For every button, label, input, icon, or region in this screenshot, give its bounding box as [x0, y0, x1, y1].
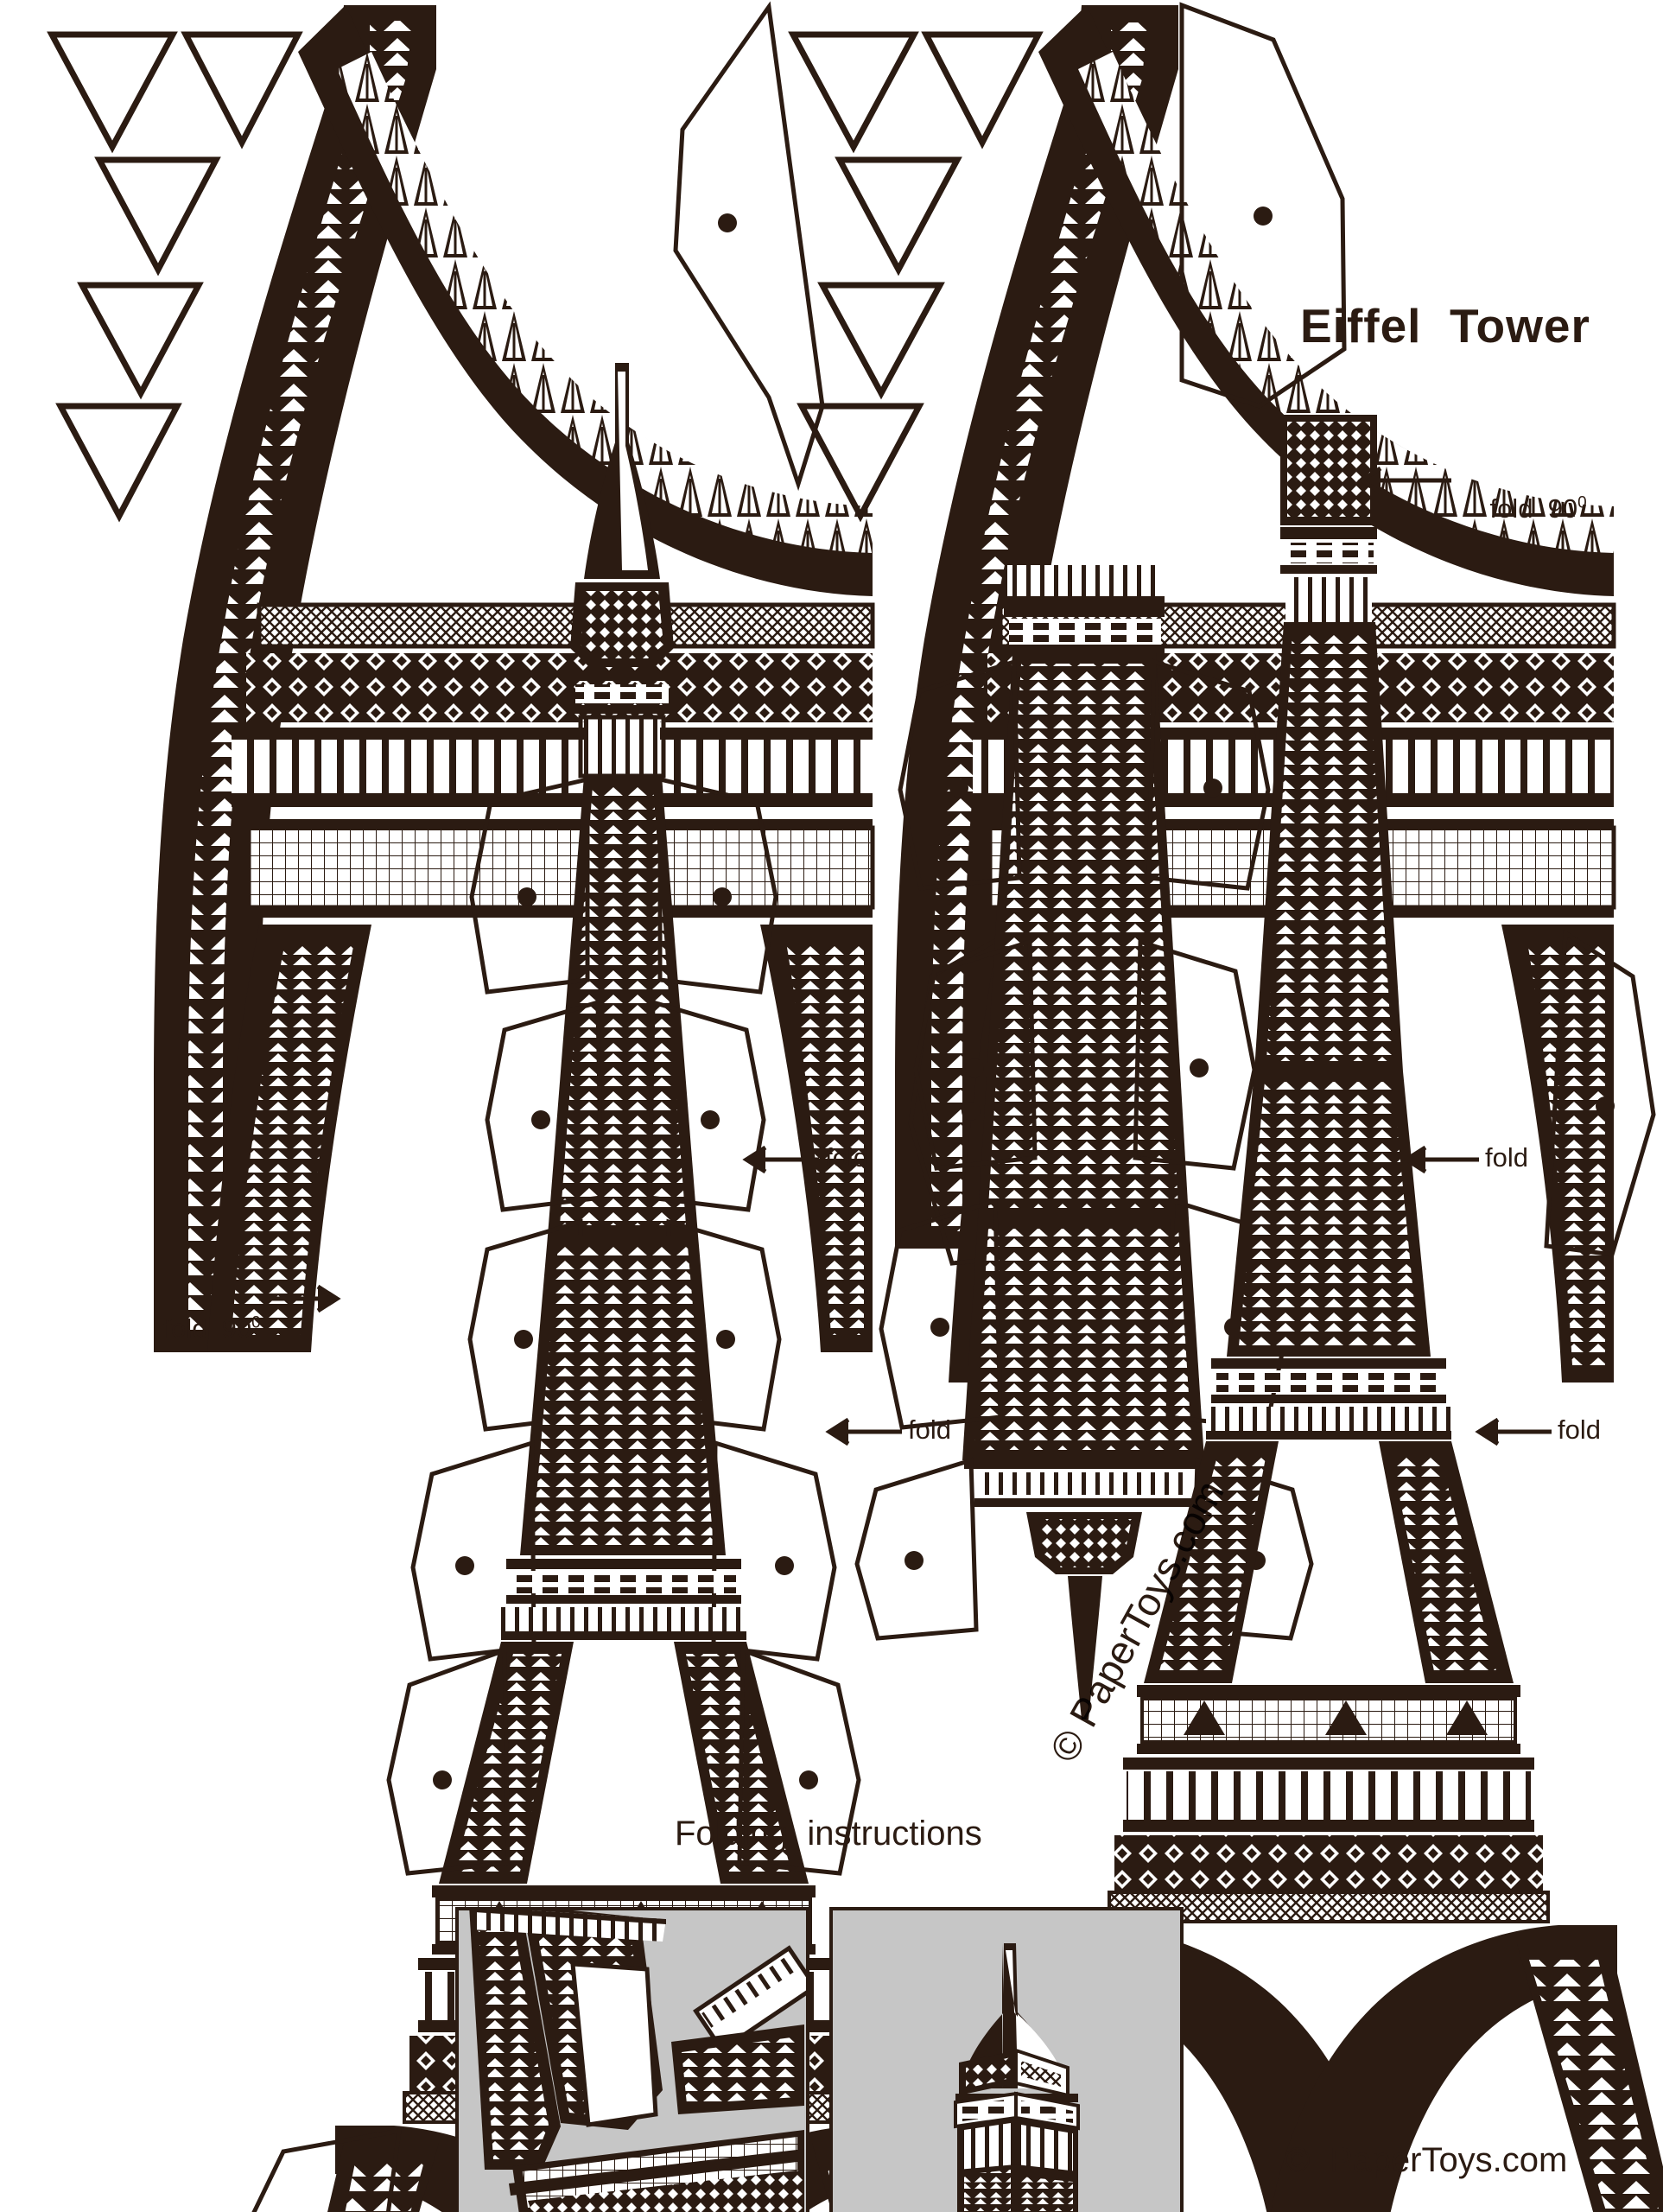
- folding-instructions-caption: Folding instructions: [675, 1815, 982, 1853]
- degree-sup-right: 0: [1577, 493, 1587, 512]
- glue-dot: [962, 1102, 981, 1121]
- glue-dot: [713, 887, 732, 906]
- glue-tab: [469, 776, 778, 995]
- label-fold-a: fold: [825, 1142, 868, 1173]
- footer-copyright: © PaperToys.com: [1285, 2141, 1568, 2179]
- label-fold-90-left: fold 900: [134, 1282, 261, 1376]
- glue-dot: [799, 1770, 818, 1789]
- glue-dot: [716, 1330, 735, 1349]
- glue-dot: [531, 1110, 550, 1129]
- glue-dot: [775, 1556, 794, 1575]
- label-fold-c: fold: [1485, 1142, 1528, 1173]
- instruction-art-1: [459, 1910, 806, 2212]
- glue-tab: [913, 938, 1257, 1171]
- glue-dot: [1190, 1058, 1209, 1077]
- arrow-fold-c: [1402, 1145, 1479, 1174]
- page-title: Eiffel Tower: [1300, 299, 1590, 353]
- glue-dot: [1203, 779, 1222, 798]
- glue-dot: [701, 1110, 720, 1129]
- arrow-fold-b: [825, 1417, 902, 1446]
- label-fold-90-left-text: fold 90: [163, 1313, 252, 1344]
- label-fold-d: fold: [1558, 1414, 1601, 1445]
- glue-dot: [718, 213, 737, 232]
- glue-dot: [949, 779, 968, 798]
- instruction-art-2: [833, 1910, 1180, 2212]
- arrow-fold-a: [742, 1145, 819, 1174]
- instruction-panel-2: [829, 1907, 1184, 2212]
- glue-dot: [904, 1551, 924, 1570]
- glue-dot: [965, 1058, 984, 1077]
- label-fold-b: fold: [908, 1414, 951, 1445]
- label-fold-90-right: fold 900: [1460, 462, 1587, 556]
- arrow-glyphs: [259, 466, 1552, 1446]
- glue-dot: [1596, 1096, 1615, 1116]
- piece-left-base: [12, 5, 875, 1352]
- glue-dot: [514, 1330, 533, 1349]
- arrow-fold-90-right: [1357, 466, 1451, 495]
- glue-dot: [930, 1318, 949, 1337]
- glue-dot: [517, 887, 536, 906]
- glue-tab: [386, 1647, 861, 1876]
- glue-dot: [433, 1770, 452, 1789]
- instruction-panel-1: [455, 1907, 809, 2212]
- degree-sup-left: 0: [251, 1313, 261, 1332]
- arrow-fold-d: [1475, 1417, 1552, 1446]
- arrow-fold-90-left: [259, 1284, 341, 1313]
- glue-dot: [455, 1556, 474, 1575]
- glue-dot: [1254, 207, 1273, 226]
- label-fold-90-right-text: fold 90: [1489, 493, 1578, 524]
- glue-tab: [898, 658, 1271, 891]
